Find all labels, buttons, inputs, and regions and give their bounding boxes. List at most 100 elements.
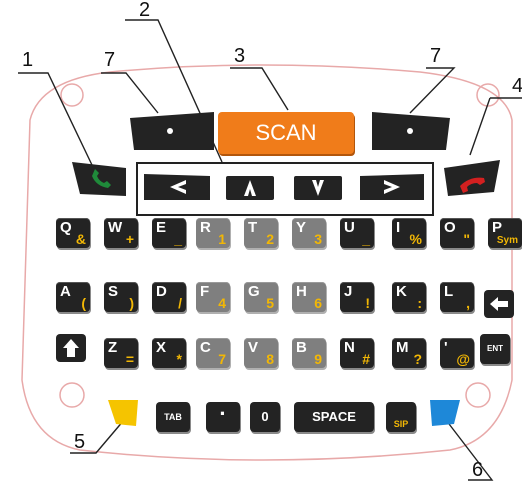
key-secondary-label: + [125,231,134,247]
key-primary-label: J [344,283,353,300]
arrow-down-icon [312,180,324,196]
key-secondary-label: 2 [266,231,274,247]
key-k[interactable]: K: [392,282,426,312]
key-primary-label: Z [108,339,118,356]
key-primary-label: Q [60,219,72,236]
key-primary-label: K [396,283,407,300]
key-primary-label: F [200,283,210,300]
sip-key[interactable]: SIP [386,402,416,432]
key-secondary-label: * [176,351,182,367]
callout-7-right: 7 [430,45,442,67]
key-secondary-label: 3 [314,231,322,247]
callout-5: 5 [74,431,86,453]
key-primary-label: M [396,339,409,356]
key-o[interactable]: O" [440,218,474,248]
key-primary-label: P [492,219,503,236]
phone-end-icon [460,177,485,193]
key-primary-label: L [444,283,454,300]
key-x[interactable]: X* [152,338,186,368]
key-secondary-label: Sym [496,235,518,246]
space-key[interactable]: SPACE [294,402,374,432]
key-primary-label: B [296,339,307,356]
period-key[interactable]: · [206,402,240,432]
key-primary-label: T [248,219,258,236]
key-u[interactable]: U_ [340,218,374,248]
key-a[interactable]: A( [56,282,90,312]
key-secondary-label: 9 [314,351,322,367]
blue-right-key [430,400,460,426]
key-secondary-label: = [125,351,134,367]
key-primary-label: Y [296,219,307,236]
key-m[interactable]: M? [392,338,426,368]
key-l[interactable]: L, [440,282,474,312]
key-primary-label: U [344,219,355,236]
key-s[interactable]: S) [104,282,138,312]
key-primary-label: ' [444,339,448,356]
key-primary-label: C [200,339,211,356]
arrow-up-icon [244,180,256,196]
keypad-outline [21,64,513,461]
key-primary-label: I [396,219,401,236]
key-e[interactable]: E_ [152,218,186,248]
softkey-dot-right [407,128,413,134]
callout-2: 2 [139,0,151,21]
key-secondary-label: 7 [218,351,226,367]
key-primary-label: V [248,339,259,356]
key-primary-label: X [156,339,167,356]
key-secondary-label: ( [81,295,86,311]
zero-key[interactable]: 0 [250,402,280,432]
callout-4: 4 [512,75,522,97]
callout-6: 6 [472,459,484,481]
key-secondary-label: & [75,231,86,247]
key-secondary-label: / [178,295,182,311]
key-secondary-label: @ [456,351,470,367]
key-secondary-label: : [417,295,422,311]
navigation-keys-box [136,162,434,216]
key-primary-label: O [444,219,456,236]
key-secondary-label: 6 [314,295,322,311]
arrow-right-icon [384,180,400,194]
screw-hole-br [465,382,491,408]
shift-arrow-icon [63,339,79,357]
key-secondary-label: 5 [266,295,274,311]
key-primary-label: G [248,283,260,300]
key-primary-label: W [108,219,123,236]
enter-key[interactable]: ENT [480,334,510,364]
key-n[interactable]: N# [340,338,374,368]
scan-key[interactable]: SCAN [218,112,354,154]
key-q[interactable]: Q& [56,218,90,248]
key-j[interactable]: J! [340,282,374,312]
screw-hole-tr [476,83,500,107]
key-w[interactable]: W+ [104,218,138,248]
key-primary-label: N [344,339,355,356]
key-primary-label: E [156,219,167,236]
key-i[interactable]: I% [392,218,426,248]
key-primary-label: H [296,283,307,300]
screw-hole-bl [59,382,85,408]
key-d[interactable]: D/ [152,282,186,312]
key-primary-label: A [60,283,71,300]
backspace-arrow-icon [490,297,508,311]
key-secondary-label: # [362,351,370,367]
tab-key[interactable]: TAB [156,402,190,432]
phone-send-icon [92,169,111,188]
key-secondary-label: ! [365,295,370,311]
key-secondary-label: , [466,295,470,311]
key-z[interactable]: Z= [104,338,138,368]
key-secondary-label: ? [413,351,422,367]
key-secondary-label: _ [174,231,182,247]
key-apostrophe[interactable]: '@ [440,338,474,368]
callout-3: 3 [234,45,246,67]
key-secondary-label: % [409,231,422,247]
